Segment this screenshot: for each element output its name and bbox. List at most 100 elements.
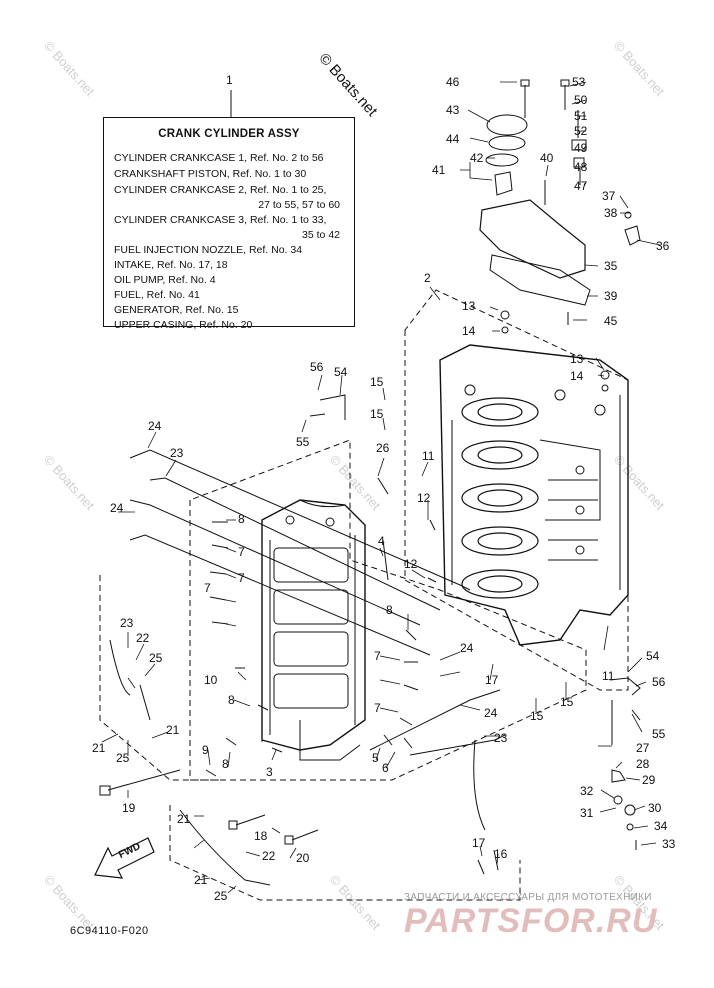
callout-number: 7 (374, 649, 381, 663)
callout-number: 18 (254, 829, 268, 843)
callout-number: 23 (170, 446, 184, 460)
callout-number: 21 (166, 723, 180, 737)
callout-number: 29 (642, 773, 656, 787)
legend-line: FUEL INJECTION NOZZLE, Ref. No. 34 (114, 244, 303, 256)
callout-number: 22 (136, 631, 150, 645)
callout-number: 54 (334, 365, 348, 379)
callout-number: 25 (116, 751, 130, 765)
shop-logo: PARTSFOR.RU (404, 902, 658, 940)
legend-line: CYLINDER CRANKCASE 2, Ref. No. 1 to 25, (114, 184, 327, 196)
callout-number: 17 (485, 673, 499, 687)
callout-number: 5 (372, 751, 379, 765)
callout-number: 28 (636, 757, 650, 771)
callout-number: 8 (228, 693, 235, 707)
callout-number: 31 (580, 806, 594, 820)
callout-number: 19 (122, 801, 136, 815)
callout-number: 38 (604, 206, 618, 220)
legend-line: CYLINDER CRANKCASE 3, Ref. No. 1 to 33, (114, 214, 327, 226)
callout-number: 4 (378, 534, 385, 548)
callout-number: 11 (602, 669, 615, 683)
callout-number: 43 (446, 103, 460, 117)
legend-title: CRANK CYLINDER ASSY (158, 128, 300, 140)
legend-line: INTAKE, Ref. No. 17, 18 (114, 259, 228, 271)
callout-number: 46 (446, 75, 460, 89)
callout-number: 2 (424, 271, 431, 285)
callout-number: 21 (194, 873, 208, 887)
callout-number: 7 (238, 545, 245, 559)
callout-number: 40 (540, 151, 554, 165)
callout-number: 12 (404, 557, 418, 571)
callout-number: 21 (177, 812, 191, 826)
callout-number: 48 (574, 160, 588, 174)
callout-number: 56 (310, 360, 324, 374)
callout-number: 44 (446, 132, 460, 146)
callout-number: 13 (570, 352, 584, 366)
callout-number: 7 (238, 571, 245, 585)
callout-number: 8 (386, 603, 393, 617)
callout-number: 51 (574, 109, 588, 123)
callout-number: 17 (472, 836, 486, 850)
callout-number: 54 (646, 649, 660, 663)
callout-number: 8 (222, 757, 229, 771)
callout-number: 33 (662, 837, 676, 851)
callout-number: 22 (262, 849, 276, 863)
callout-number: 15 (370, 375, 384, 389)
assembly-legend: CRANK CYLINDER ASSY CYLINDER CRANKCASE 1… (103, 117, 355, 331)
callout-number: 49 (574, 141, 588, 155)
callout-number: 6 (382, 761, 389, 775)
figure-code: 6C94110-F020 (70, 925, 149, 937)
callout-number: 8 (238, 512, 245, 526)
callout-number: 55 (296, 435, 310, 449)
legend-ref-number: 1 (226, 73, 233, 87)
callout-number: 14 (462, 324, 476, 338)
callout-number: 39 (604, 289, 618, 303)
callout-number: 55 (652, 727, 666, 741)
legend-line: GENERATOR, Ref. No. 15 (114, 304, 239, 316)
callout-number: 36 (656, 239, 670, 253)
callout-number: 14 (570, 369, 584, 383)
legend-line: CRANKSHAFT PISTON, Ref. No. 1 to 30 (114, 168, 307, 180)
callout-number: 24 (460, 641, 474, 655)
callout-number: 26 (376, 441, 390, 455)
callout-number: 53 (572, 75, 586, 89)
legend-line: 27 to 55, 57 to 60 (258, 199, 340, 211)
callout-number: 47 (574, 179, 588, 193)
callout-number: 32 (580, 784, 594, 798)
callout-number: 25 (214, 889, 228, 903)
callout-number: 24 (148, 419, 162, 433)
callout-number: 15 (560, 695, 574, 709)
callout-number: 20 (296, 851, 310, 865)
legend-line: 35 to 42 (302, 229, 340, 241)
callout-number: 3 (266, 765, 273, 779)
callout-number: 42 (470, 151, 484, 165)
callout-number: 12 (417, 491, 431, 505)
callout-number: 15 (530, 709, 544, 723)
callout-number: 27 (636, 741, 650, 755)
callout-number: 24 (110, 501, 124, 515)
legend-line: FUEL, Ref. No. 41 (114, 289, 200, 301)
callout-number: 21 (92, 741, 106, 755)
callout-number: 25 (149, 651, 163, 665)
callout-number: 23 (494, 731, 508, 745)
callout-number: 23 (120, 616, 134, 630)
legend-line: CYLINDER CRANKCASE 1, Ref. No. 2 to 56 (114, 152, 324, 164)
callout-number: 10 (204, 673, 218, 687)
callout-number: 7 (374, 701, 381, 715)
callout-number: 16 (494, 847, 508, 861)
callout-number: 34 (654, 819, 668, 833)
callout-number: 35 (604, 259, 618, 273)
callout-number: 52 (574, 124, 588, 138)
legend-line: OIL PUMP, Ref. No. 4 (114, 274, 216, 286)
callout-number: 30 (648, 801, 662, 815)
callout-number: 37 (602, 189, 616, 203)
legend-line: UPPER CASING, Ref. No. 20 (114, 319, 253, 331)
callout-number: 50 (574, 93, 588, 107)
callout-number: 7 (204, 581, 211, 595)
shop-tagline: ЗАПЧАСТИ И АКСЕССУАРЫ ДЛЯ МОТОТЕХНИКИ (404, 892, 652, 903)
callout-number: 9 (202, 743, 209, 757)
callout-number: 41 (432, 163, 446, 177)
callout-number: 24 (484, 706, 498, 720)
callout-number: 56 (652, 675, 666, 689)
